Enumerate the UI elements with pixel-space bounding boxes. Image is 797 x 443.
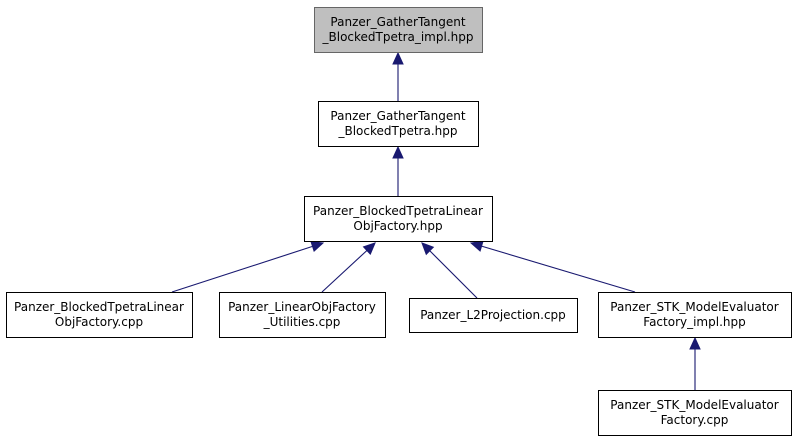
arrowhead [392,145,404,159]
edge-n5-to-n2 [421,242,478,299]
node-label-line: ObjFactory.cpp [55,315,143,329]
node-n5[interactable]: Panzer_L2Projection.cpp [409,298,578,333]
node-box[interactable] [409,298,578,333]
node-label-line: Factory_impl.hpp [643,315,745,329]
arrowhead [469,240,484,252]
node-label-line: Panzer_BlockedTpetraLinear [14,300,184,314]
node-label-line: _BlockedTpetra_impl.hpp [322,30,474,44]
node-label-line: Panzer_GatherTangent [330,109,465,123]
node-label-line: Panzer_BlockedTpetraLinear [313,204,483,218]
node-n4[interactable]: Panzer_LinearObjFactory_Utilities.cpp [219,292,386,338]
node-box[interactable] [598,390,792,436]
arrowhead [392,51,404,65]
edge-n4-to-n2 [321,242,376,293]
edge-n7-to-n6 [689,336,701,390]
node-label-line: _Utilities.cpp [263,315,341,329]
node-box[interactable] [219,292,386,338]
edge-line [171,245,313,293]
arrowhead [689,336,701,350]
node-label-line: _BlockedTpetra.hpp [337,124,457,138]
node-box[interactable] [318,101,479,147]
node-label-line: Factory.cpp [661,413,729,427]
edge-line [321,250,368,293]
edge-n3-to-n2 [171,241,325,293]
edge-line [429,250,478,299]
edge-n2-to-n1 [392,145,404,196]
node-label-line: Panzer_GatherTangent [330,15,465,29]
edge-n1-to-n0 [392,51,404,101]
node-label-line: Panzer_LinearObjFactory [228,300,376,314]
node-label-line: Panzer_L2Projection.cpp [420,308,566,322]
node-box[interactable] [6,292,193,338]
arrowhead [362,242,376,256]
edge-n6-to-n2 [469,240,636,293]
node-label-line: ObjFactory.hpp [353,219,442,233]
arrowhead [310,241,325,253]
nodes-layer: Panzer_GatherTangent_BlockedTpetra_impl.… [6,7,792,436]
node-box[interactable] [314,7,483,53]
node-n6[interactable]: Panzer_STK_ModelEvaluatorFactory_impl.hp… [598,292,792,338]
arrowhead [421,242,435,256]
node-label-line: Panzer_STK_ModelEvaluator [610,398,778,412]
node-label-line: Panzer_STK_ModelEvaluator [610,300,778,314]
node-n0[interactable]: Panzer_GatherTangent_BlockedTpetra_impl.… [314,7,483,53]
node-box[interactable] [598,292,792,338]
node-box[interactable] [304,196,493,242]
edges-layer [171,51,701,390]
node-n1[interactable]: Panzer_GatherTangent_BlockedTpetra.hpp [318,101,479,147]
edge-line [481,245,636,293]
